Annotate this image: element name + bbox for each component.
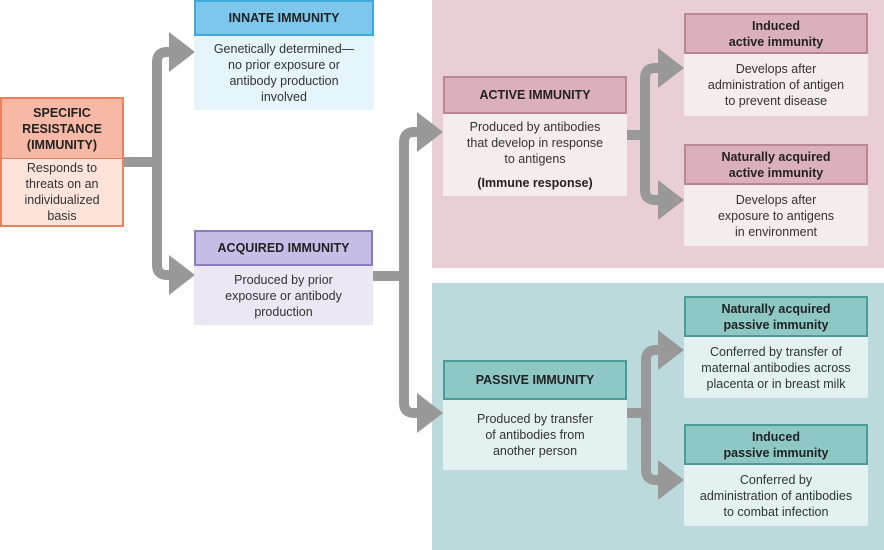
arrow-acquired-to-active	[372, 112, 443, 281]
induced-passive-immunity-title: Induced passive immunity	[684, 424, 868, 465]
arrow-specific-to-innate	[124, 32, 195, 167]
innate-immunity-description: Genetically determined— no prior exposur…	[194, 36, 374, 110]
specific-resistance-title: SPECIFIC RESISTANCE (IMMUNITY)	[2, 99, 122, 159]
natural-passive-immunity-description: Conferred by transfer of maternal antibo…	[684, 337, 868, 398]
arrow-passive-to-natural	[627, 330, 684, 418]
specific-resistance-description: Responds to threats on an individualized…	[2, 159, 122, 225]
induced-passive-immunity-description: Conferred by administration of antibodie…	[684, 465, 868, 526]
active-immunity-title: ACTIVE IMMUNITY	[443, 76, 627, 114]
passive-immunity-title: PASSIVE IMMUNITY	[443, 360, 627, 400]
active-immunity-description: Produced by antibodies that develop in r…	[443, 114, 627, 196]
natural-active-immunity-description: Develops after exposure to antigens in e…	[684, 185, 868, 246]
natural-active-immunity-box: Naturally acquired active immunity Devel…	[684, 144, 868, 246]
active-immunity-text: Produced by antibodies that develop in r…	[466, 120, 604, 166]
natural-active-immunity-title: Naturally acquired active immunity	[684, 144, 868, 185]
acquired-immunity-box: ACQUIRED IMMUNITY Produced by prior expo…	[194, 230, 373, 325]
arrow-active-to-natural	[640, 135, 684, 220]
natural-passive-immunity-box: Naturally acquired passive immunity Conf…	[684, 296, 868, 398]
active-immunity-box: ACTIVE IMMUNITY Produced by antibodies t…	[443, 76, 627, 196]
arrow-acquired-to-passive	[399, 276, 443, 433]
natural-passive-immunity-title: Naturally acquired passive immunity	[684, 296, 868, 337]
passive-immunity-box: PASSIVE IMMUNITY Produced by transfer of…	[443, 360, 627, 470]
acquired-immunity-title: ACQUIRED IMMUNITY	[194, 230, 373, 266]
innate-immunity-box: INNATE IMMUNITY Genetically determined— …	[194, 0, 374, 110]
arrow-passive-to-induced	[641, 413, 684, 500]
active-immunity-note: (Immune response)	[477, 176, 593, 190]
innate-immunity-title: INNATE IMMUNITY	[194, 0, 374, 36]
induced-passive-immunity-box: Induced passive immunity Conferred by ad…	[684, 424, 868, 526]
induced-active-immunity-description: Develops after administration of antigen…	[684, 54, 868, 116]
arrow-specific-to-acquired	[152, 162, 195, 295]
induced-active-immunity-box: Induced active immunity Develops after a…	[684, 13, 868, 116]
arrow-active-to-induced	[627, 48, 684, 140]
induced-active-immunity-title: Induced active immunity	[684, 13, 868, 54]
specific-resistance-box: SPECIFIC RESISTANCE (IMMUNITY) Responds …	[0, 97, 124, 227]
acquired-immunity-description: Produced by prior exposure or antibody p…	[194, 266, 373, 325]
passive-immunity-description: Produced by transfer of antibodies from …	[443, 400, 627, 470]
